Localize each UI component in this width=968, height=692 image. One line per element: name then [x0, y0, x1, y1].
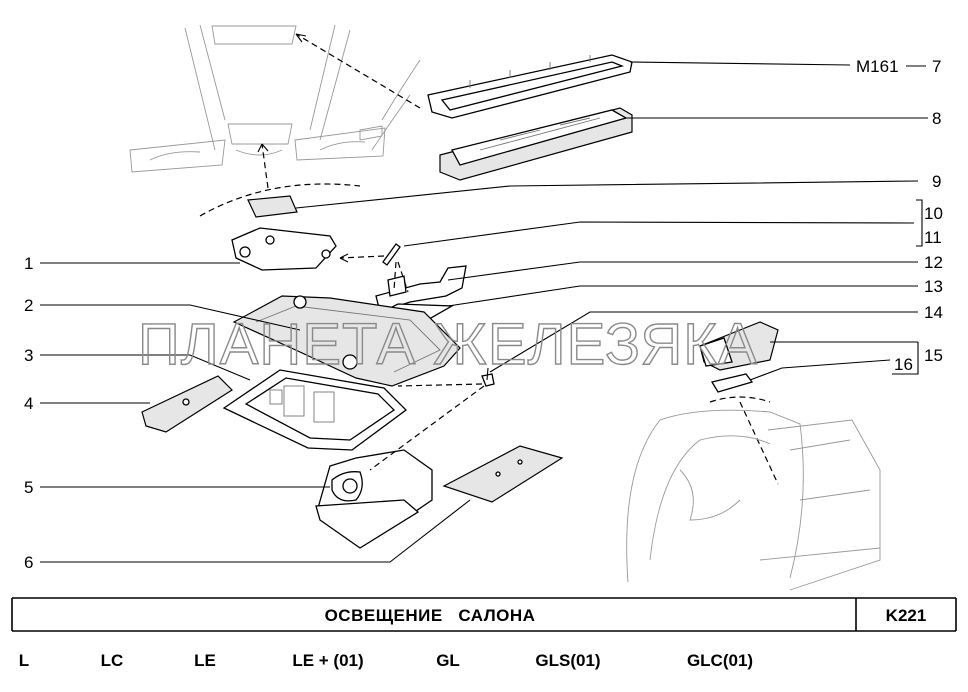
callout-2: 2 — [24, 296, 33, 315]
part-5-lamp — [315, 449, 433, 549]
trim-level: GLC(01) — [687, 651, 753, 670]
part-10-11-pin — [382, 243, 401, 266]
part-8-housing — [439, 107, 633, 181]
callout-8: 8 — [932, 109, 941, 128]
part-3-base — [222, 369, 407, 451]
assembly-arrows — [199, 33, 779, 485]
trim-level: GL — [436, 651, 460, 670]
part-9-pad — [247, 195, 298, 218]
callout-1: 1 — [24, 254, 33, 273]
callout-16: 16 — [894, 355, 913, 374]
part-14-screw — [481, 367, 495, 387]
part-4-lens — [141, 375, 233, 433]
callout-5: 5 — [24, 478, 33, 497]
callout-11: 11 — [924, 228, 942, 247]
watermark: ПЛАНЕТА ЖЕЛЕЗЯКА — [138, 312, 758, 377]
callout-9: 9 — [932, 172, 941, 191]
trunk-sketch — [626, 409, 881, 591]
callout-15: 15 — [924, 346, 943, 365]
callout-12: 12 — [924, 253, 943, 272]
trim-level: LC — [101, 651, 124, 670]
title-text: ОСВЕЩЕНИЕ САЛОНА — [325, 606, 536, 625]
trim-level: LE — [194, 651, 216, 670]
title-block: ОСВЕЩЕНИЕ САЛОНА K221 — [11, 597, 957, 632]
part-7-frame — [427, 54, 633, 119]
trim-level: GLS(01) — [535, 651, 600, 670]
leader-lines — [40, 61, 928, 563]
part-2-panel — [232, 295, 461, 387]
part-16-bulb — [710, 373, 754, 393]
trim-level: LE + (01) — [292, 651, 363, 670]
callout-10: 10 — [924, 204, 943, 223]
trim-levels: L LC LE LE + (01) GL GLS(01) GLC(01) — [19, 651, 753, 670]
callout-4: 4 — [24, 394, 33, 413]
callout-7-prefix: M161 — [856, 57, 899, 76]
callout-7: 7 — [932, 57, 941, 76]
part-1-bracket — [231, 227, 337, 271]
trim-level: L — [19, 651, 29, 670]
part-15-trunk-lamp — [699, 321, 779, 371]
callout-14: 14 — [924, 303, 943, 322]
callout-13: 13 — [924, 277, 943, 296]
car-interior-sketch — [129, 24, 421, 173]
callout-6: 6 — [24, 553, 33, 572]
callout-3: 3 — [24, 346, 33, 365]
page-code: K221 — [886, 606, 927, 625]
callout-labels: 1 2 3 4 5 6 M161 7 8 9 10 11 12 13 14 15… — [24, 57, 943, 572]
part-6-lens — [442, 445, 564, 503]
